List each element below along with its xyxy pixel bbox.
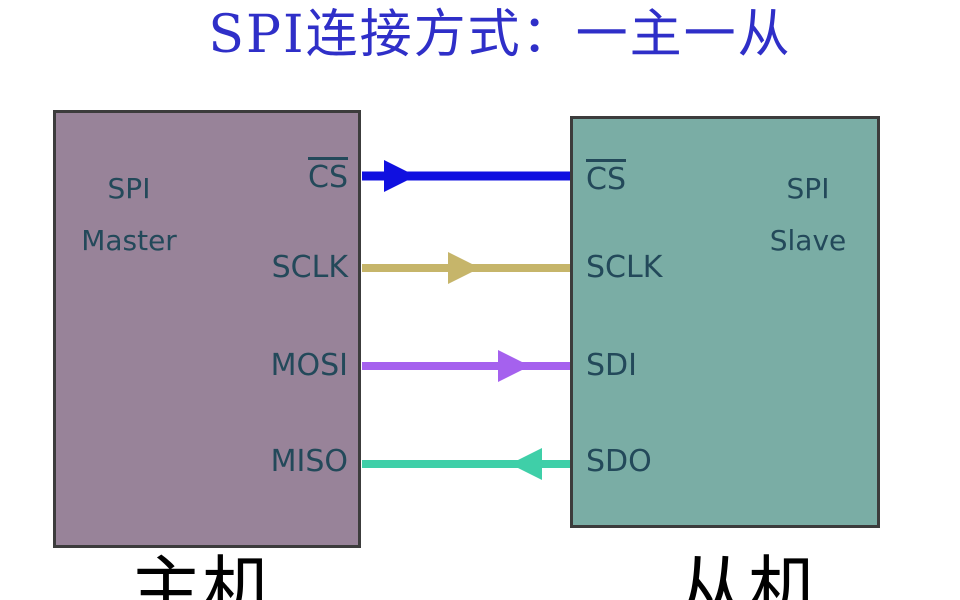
wire-cs bbox=[362, 160, 570, 192]
wire-mosi bbox=[362, 350, 570, 382]
master-label-line1: SPI bbox=[107, 172, 151, 205]
slave-pin-sclk: SCLK bbox=[586, 250, 663, 285]
slave-box: SPI Slave bbox=[570, 116, 880, 528]
master-pin-cs: CS bbox=[308, 160, 348, 195]
wire-miso bbox=[362, 448, 570, 480]
slave-pin-sdo: SDO bbox=[586, 444, 652, 479]
wire-mosi-arrow bbox=[498, 350, 530, 382]
master-label-line2: Master bbox=[81, 224, 177, 257]
master-pin-sclk: SCLK bbox=[271, 250, 348, 285]
master-role-label: 主机 bbox=[130, 548, 275, 600]
slave-role-label: 从机 bbox=[676, 548, 821, 600]
master-pin-mosi: MOSI bbox=[270, 348, 348, 383]
wire-sclk-arrow bbox=[448, 252, 480, 284]
slave-label: SPI Slave bbox=[753, 163, 863, 267]
master-label: SPI Master bbox=[72, 163, 186, 267]
wire-miso-arrow bbox=[510, 448, 542, 480]
master-pin-miso: MISO bbox=[270, 444, 348, 479]
slave-pin-sdi: SDI bbox=[586, 348, 637, 383]
slave-label-line1: SPI bbox=[786, 172, 830, 205]
wire-sclk bbox=[362, 252, 570, 284]
slave-pin-cs: CS bbox=[586, 162, 626, 197]
master-box: SPI Master bbox=[53, 110, 361, 548]
slave-label-line2: Slave bbox=[769, 224, 847, 257]
diagram-title: SPI连接方式：一主一从 bbox=[208, 5, 792, 65]
wire-cs-arrow bbox=[384, 160, 416, 192]
